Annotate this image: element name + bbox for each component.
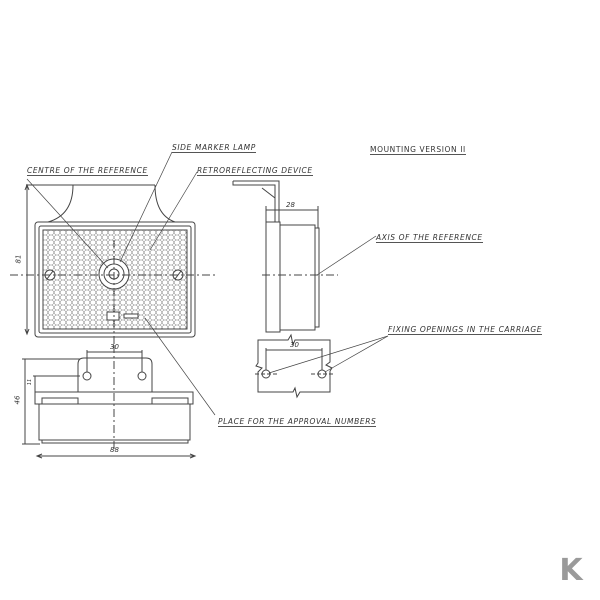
label-approval-numbers: PLACE FOR THE APPROVAL NUMBERS [218,417,377,427]
dim-height-front: 81 [14,254,23,264]
carriage-detail [255,333,389,399]
dim-width-bottom: 88 [110,446,119,454]
brand-logo: K [559,553,583,588]
dim-hole-offset: 11 [27,378,34,386]
dim-height-bottom: 46 [13,395,22,405]
dim-depth-side: 28 [286,201,295,209]
front-view [10,151,218,416]
dim-hole-spacing-carriage: 30 [290,341,299,349]
label-fixing-openings: FIXING OPENINGS IN THE CARRIAGE [388,325,543,335]
dim-hole-spacing-bottom: 30 [110,343,119,351]
label-retroreflecting-device: RETROREFLECTING DEVICE [197,166,313,176]
label-axis-of-reference: AXIS OF THE REFERENCE [376,233,483,243]
label-side-marker-lamp: SIDE MARKER LAMP [172,143,256,153]
mounting-version-title: MOUNTING VERSION II [370,145,466,155]
side-view [232,180,377,333]
label-centre-of-reference: CENTRE OF THE REFERENCE [27,166,148,176]
bottom-view [22,345,197,459]
